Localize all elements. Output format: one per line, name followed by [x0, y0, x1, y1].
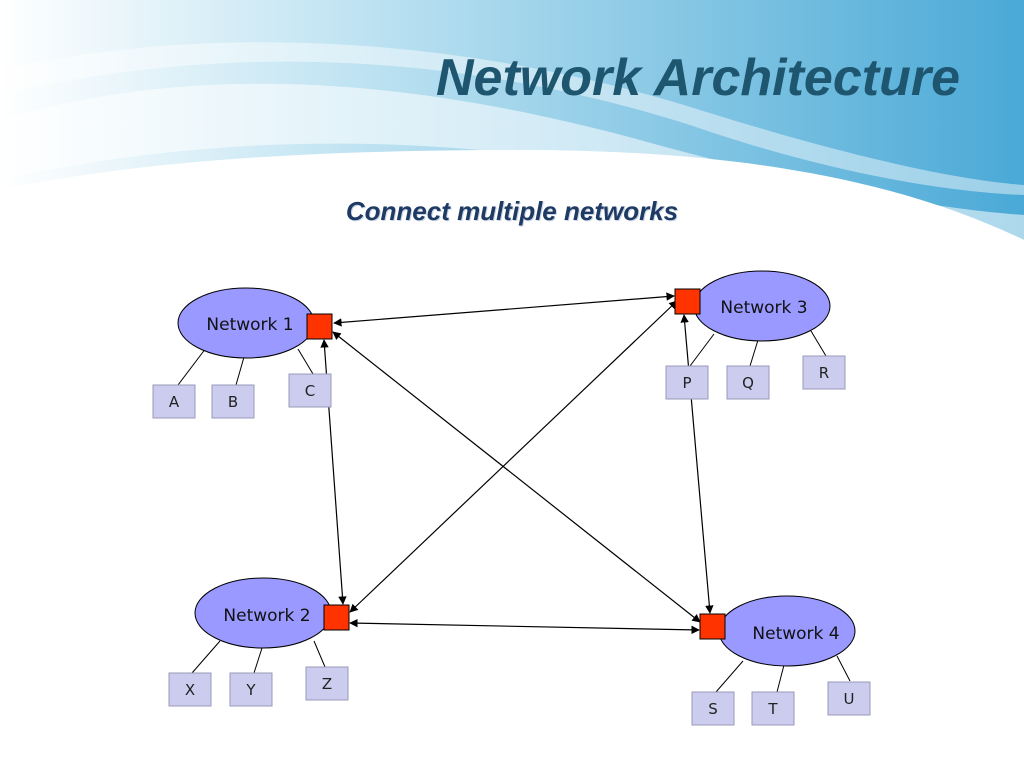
inter-network-links — [320, 292, 714, 635]
host-label: R — [819, 364, 829, 382]
router-n2 — [323, 604, 350, 631]
hosts-network-1: A B C — [152, 373, 332, 419]
network-label: Network 2 — [223, 606, 310, 626]
host-box — [751, 691, 795, 726]
host-box — [305, 666, 349, 701]
network-node-1: Network 1 — [177, 287, 315, 359]
host-links — [177, 330, 851, 693]
network-label: Network 1 — [206, 315, 293, 335]
host-label: T — [767, 700, 778, 718]
router-n4 — [699, 613, 726, 640]
link-n1-n3 — [333, 292, 675, 327]
link-n3-n4 — [680, 314, 714, 614]
hosts-network-2: X Y Z — [168, 666, 349, 707]
host-label: U — [844, 690, 855, 708]
host-label: X — [185, 681, 195, 699]
host-box — [229, 672, 273, 707]
host-label: C — [305, 382, 315, 400]
host-box — [168, 672, 212, 707]
router-n3 — [674, 288, 701, 315]
hosts-network-3: P Q R — [665, 355, 846, 400]
host-label: A — [169, 393, 180, 411]
network-label: Network 4 — [752, 624, 839, 644]
host-label: Y — [245, 681, 256, 699]
slide-subtitle: Connect multiple networks — [345, 196, 679, 226]
host-box — [726, 365, 770, 400]
host-label: B — [228, 393, 238, 411]
host-box — [288, 373, 332, 408]
network-node-2: Network 2 — [194, 577, 332, 649]
network-node-4: Network 4 — [718, 595, 856, 667]
link-n2-n3 — [349, 300, 678, 613]
host-box — [152, 384, 196, 419]
host-box — [211, 384, 255, 419]
network-label: Network 3 — [720, 298, 807, 318]
hosts-network-4: S T U — [691, 681, 871, 726]
host-label: Q — [742, 374, 754, 392]
link-n2-n4 — [349, 618, 700, 635]
host-box — [827, 681, 871, 716]
slide-title: Network Architecture — [436, 49, 960, 107]
host-box — [802, 355, 846, 390]
host-label: S — [708, 700, 718, 718]
router-n1 — [306, 313, 333, 340]
host-label: P — [682, 374, 691, 392]
host-label: Z — [322, 675, 332, 693]
host-box — [691, 691, 735, 726]
network-node-3: Network 3 — [693, 270, 831, 342]
link-n1-n4 — [332, 331, 701, 623]
host-box — [665, 365, 709, 400]
